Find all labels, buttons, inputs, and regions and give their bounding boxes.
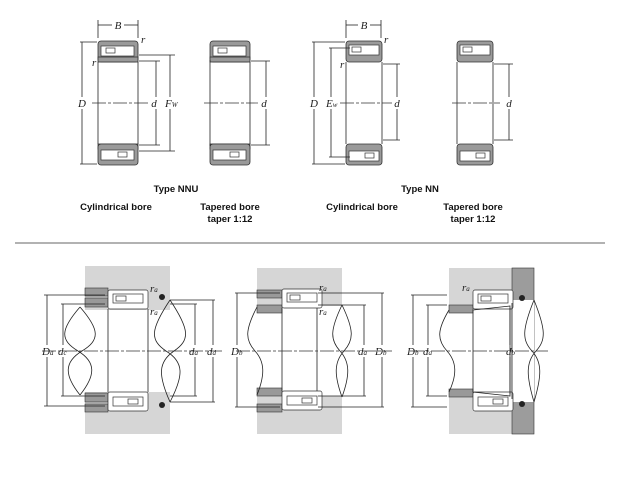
dim-da: da xyxy=(423,346,433,358)
nnu-cylindrical-bearing: B r r D d FW xyxy=(77,20,179,166)
dim-Da: Da xyxy=(41,346,54,358)
dim-dc: dc xyxy=(58,346,68,358)
dim-da: da xyxy=(358,346,368,358)
dim-dd: dd xyxy=(207,346,217,358)
dim-ra-inner: ra xyxy=(319,306,327,318)
dim-d: d xyxy=(261,98,267,110)
dim-ra-top: ra xyxy=(150,283,158,295)
nn-cylindrical-caption: Cylindrical bore xyxy=(326,202,398,213)
nn-taper-ratio: taper 1:12 xyxy=(451,214,496,225)
dim-ra: ra xyxy=(462,282,470,294)
dim-r-inner: r xyxy=(340,59,345,71)
nnu-tapered-bearing: d xyxy=(204,40,270,166)
mounting-diagram-3: ra Db da db xyxy=(406,267,548,435)
nnu-tapered-caption: Tapered bore xyxy=(200,202,259,213)
type-nnu-title: Type NNU xyxy=(154,184,199,195)
dim-r-inner: r xyxy=(92,57,97,69)
dim-db: db xyxy=(506,346,516,358)
dim-Db-left: Db xyxy=(230,346,243,358)
dim-da: da xyxy=(189,346,199,358)
dim-Fw: FW xyxy=(164,98,179,110)
dim-ra-inner: ra xyxy=(150,306,158,318)
mounting-diagram-1: ra ra Da dc da dd xyxy=(41,266,222,434)
dim-D: D xyxy=(309,98,318,110)
nn-cylindrical-bearing: B r r D Ew d xyxy=(309,20,400,166)
dim-B: B xyxy=(361,20,368,32)
mounting-diagram-2: ra ra Db da Db xyxy=(230,268,392,434)
dim-B: B xyxy=(115,20,122,32)
dim-d: d xyxy=(506,98,512,110)
dim-d: d xyxy=(151,98,157,110)
dim-Ew: Ew xyxy=(325,98,338,110)
type-nn-title: Type NN xyxy=(401,184,439,195)
dim-D: D xyxy=(77,98,86,110)
dim-Db-right: Db xyxy=(374,346,387,358)
dim-ra-top: ra xyxy=(319,282,327,294)
nn-tapered-bearing: d xyxy=(452,40,513,166)
dim-r-outer: r xyxy=(141,34,146,46)
dim-d: d xyxy=(394,98,400,110)
dim-Db: Db xyxy=(406,346,419,358)
nnu-taper-ratio: taper 1:12 xyxy=(208,214,253,225)
nnu-cylindrical-caption: Cylindrical bore xyxy=(80,202,152,213)
nn-tapered-caption: Tapered bore xyxy=(443,202,502,213)
dim-r-outer: r xyxy=(384,34,389,46)
